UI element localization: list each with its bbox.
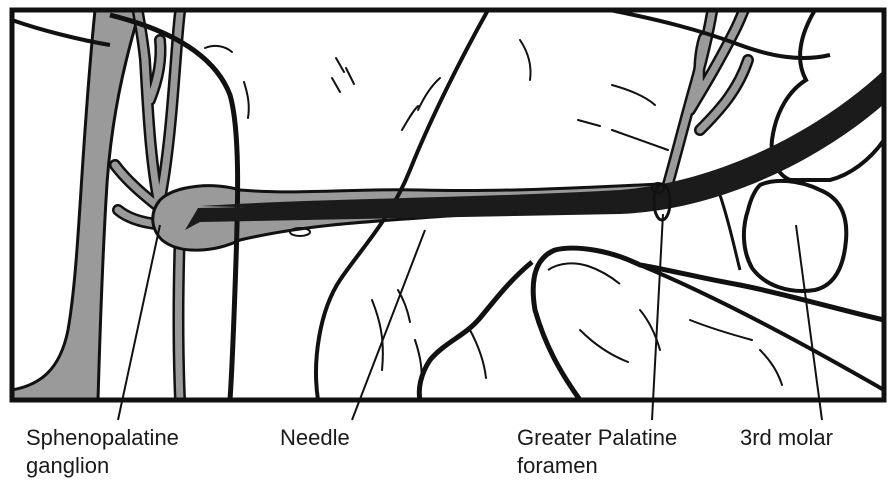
label-greater-palatine-line2: foramen <box>517 452 677 480</box>
label-needle: Needle <box>280 424 350 452</box>
label-sphenopalatine-line2: ganglion <box>26 452 179 480</box>
label-third-molar: 3rd molar <box>740 424 833 452</box>
leader-needle <box>352 230 425 420</box>
label-greater-palatine-line1: Greater Palatine <box>517 424 677 452</box>
label-greater-palatine-foramen: Greater Palatine foramen <box>517 424 677 480</box>
maxilla-inner-curve <box>548 263 620 284</box>
label-sphenopalatine-ganglion: Sphenopalatine ganglion <box>26 424 179 480</box>
lower-jaw-curve <box>640 265 884 390</box>
maxilla-outline <box>419 262 532 400</box>
label-needle-text: Needle <box>280 424 350 452</box>
label-third-molar-text: 3rd molar <box>740 424 833 452</box>
molar-crown-line <box>720 195 740 270</box>
label-sphenopalatine-line1: Sphenopalatine <box>26 424 179 452</box>
leader-sphenopalatine <box>118 225 160 420</box>
third-molar-outline <box>744 181 846 291</box>
leader-greater-palatine <box>652 214 663 420</box>
